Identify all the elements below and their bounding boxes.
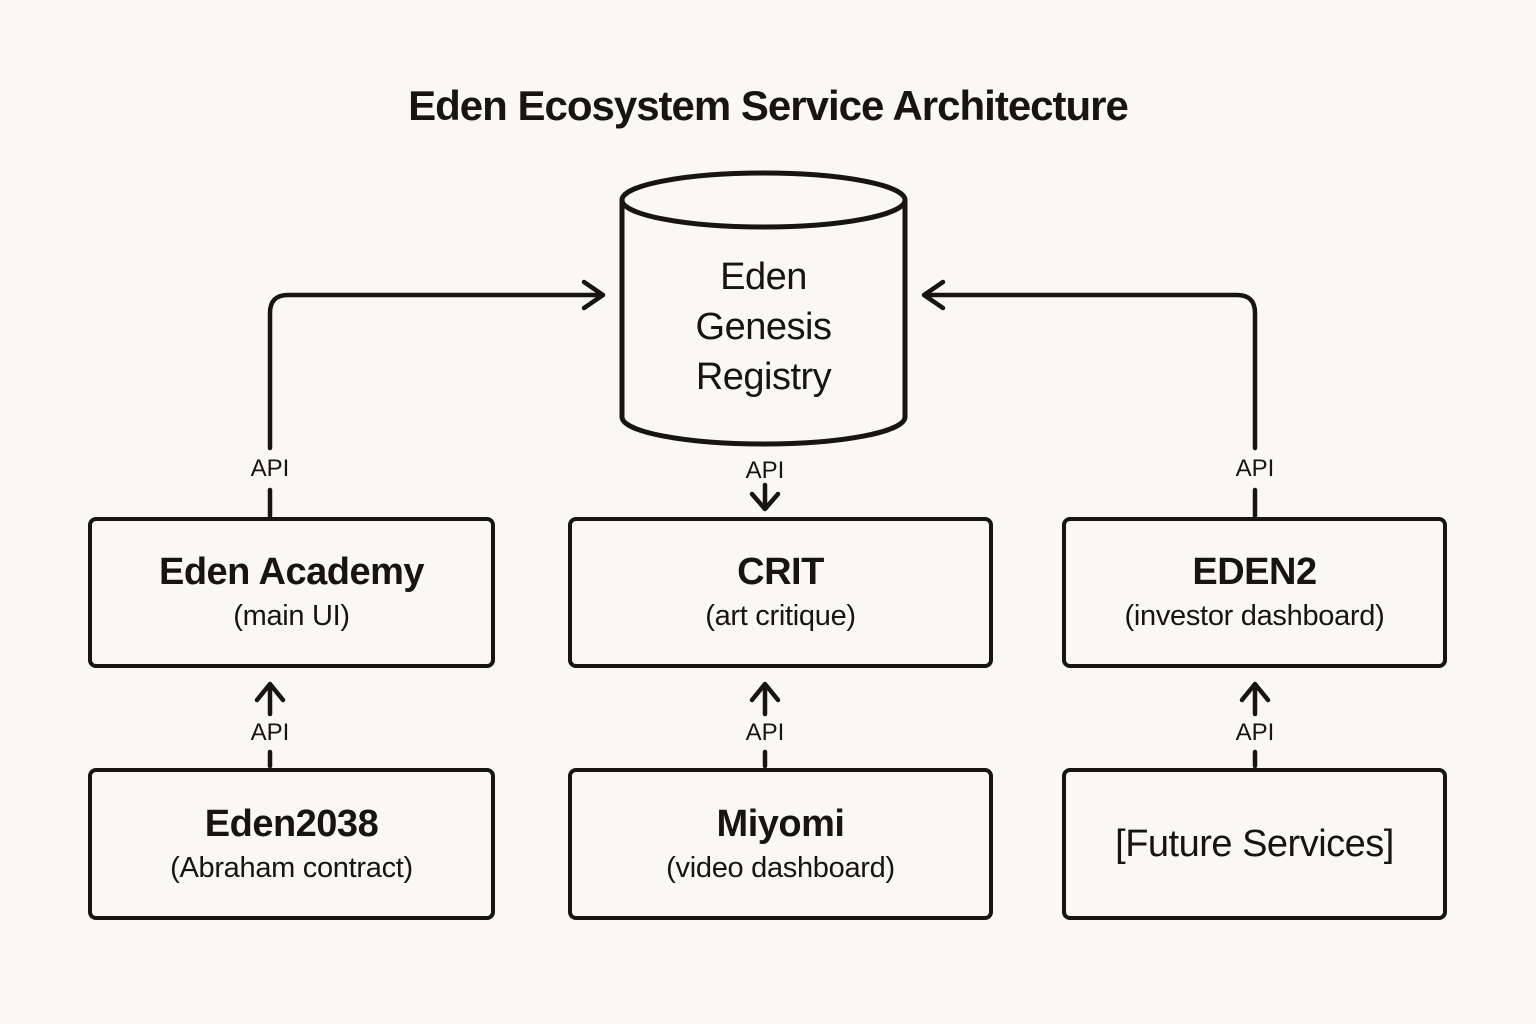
service-subtitle: (investor dashboard) [1124,600,1385,632]
service-subtitle: (main UI) [233,600,350,632]
service-name: Miyomi [716,802,845,845]
arrowhead-up-icon [1239,681,1271,703]
connector-api-label: API [1235,719,1275,746]
service-subtitle: (Abraham contract) [170,851,413,884]
service-box-eden2038: Eden2038 (Abraham contract) [88,768,495,920]
service-name: EDEN2 [1192,551,1317,593]
registry-label-line: Registry [695,356,832,398]
connector-academy-registry-upper [267,292,604,451]
registry-cylinder-body [619,197,908,447]
service-name: Eden2038 [204,802,379,845]
registry-cylinder-top [619,170,908,230]
arrowhead-left-icon [921,279,946,311]
arrowhead-right-icon [581,279,606,311]
service-subtitle: (art critique) [705,600,856,632]
service-box-miyomi: Miyomi (video dashboard) [568,768,993,920]
service-box-eden-academy: Eden Academy (main UI) [88,517,495,668]
connector-api-label: API [745,719,785,746]
connector-eden2-registry-upper [923,292,1258,451]
diagram-title: Eden Ecosystem Service Architecture [408,82,1129,129]
service-name: CRIT [737,551,824,593]
connector-api-label: API [250,455,290,482]
service-box-future-services: [Future Services] [1062,768,1447,920]
service-box-eden2: EDEN2 (investor dashboard) [1062,517,1447,668]
registry-label-line: Eden [720,256,807,298]
service-name: Eden Academy [158,551,425,593]
connector-api-label: API [745,457,785,484]
service-box-crit: CRIT (art critique) [568,517,993,668]
service-name: [Future Services] [1115,823,1394,865]
arrowhead-down-icon [749,491,781,512]
arrowhead-up-icon [254,681,286,703]
arrowhead-up-icon [749,681,781,703]
connector-api-label: API [250,719,290,746]
registry-node: Eden Genesis Registry [622,252,905,402]
service-subtitle: (video dashboard) [666,851,895,884]
registry-label-line: Genesis [695,306,832,348]
connector-api-label: API [1235,455,1275,482]
